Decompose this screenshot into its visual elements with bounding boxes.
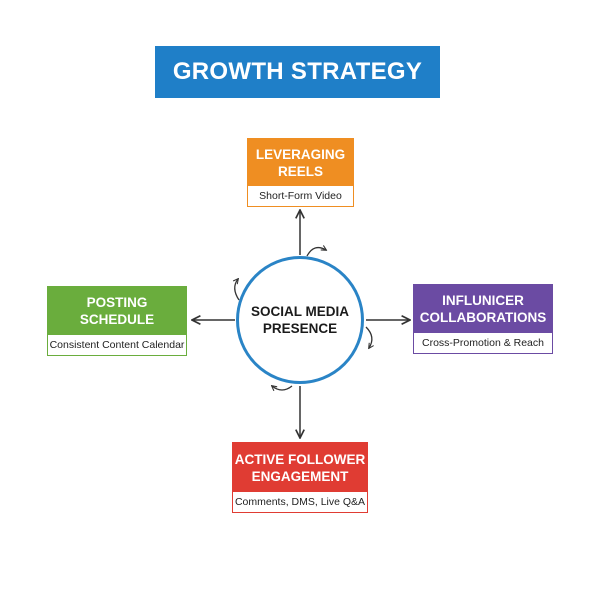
cycle-arrow-top-right xyxy=(306,248,326,257)
cycle-arrow-top-left xyxy=(235,279,240,301)
node-title: INFLUNICER COLLABORATIONS xyxy=(414,285,552,333)
center-node-label: SOCIAL MEDIA PRESENCE xyxy=(250,304,349,336)
center-node-social-media-presence: SOCIAL MEDIA PRESENCE xyxy=(236,256,364,384)
node-subtitle: Comments, DMS, Live Q&A xyxy=(234,496,366,508)
diagram-title: GROWTH STRATEGY xyxy=(155,46,440,98)
node-influencer-collaborations: INFLUNICER COLLABORATIONS Cross-Promotio… xyxy=(413,284,553,354)
node-subtitle: Short-Form Video xyxy=(259,190,342,202)
cycle-arrow-bottom-left xyxy=(272,386,293,390)
node-active-follower-engagement: ACTIVE FOLLOWER ENGAGEMENT Comments, DMS… xyxy=(232,442,368,513)
node-subtitle: Cross-Promotion & Reach xyxy=(422,337,544,349)
node-title: ACTIVE FOLLOWER ENGAGEMENT xyxy=(233,443,367,492)
node-title: POSTING SCHEDULE xyxy=(48,287,186,335)
node-leveraging-reels: LEVERAGING REELS Short-Form Video xyxy=(247,138,354,207)
node-posting-schedule: POSTING SCHEDULE Consistent Content Cale… xyxy=(47,286,187,356)
cycle-arrow-right xyxy=(365,326,372,348)
node-title: LEVERAGING REELS xyxy=(248,139,353,186)
node-subtitle: Consistent Content Calendar xyxy=(49,339,185,351)
